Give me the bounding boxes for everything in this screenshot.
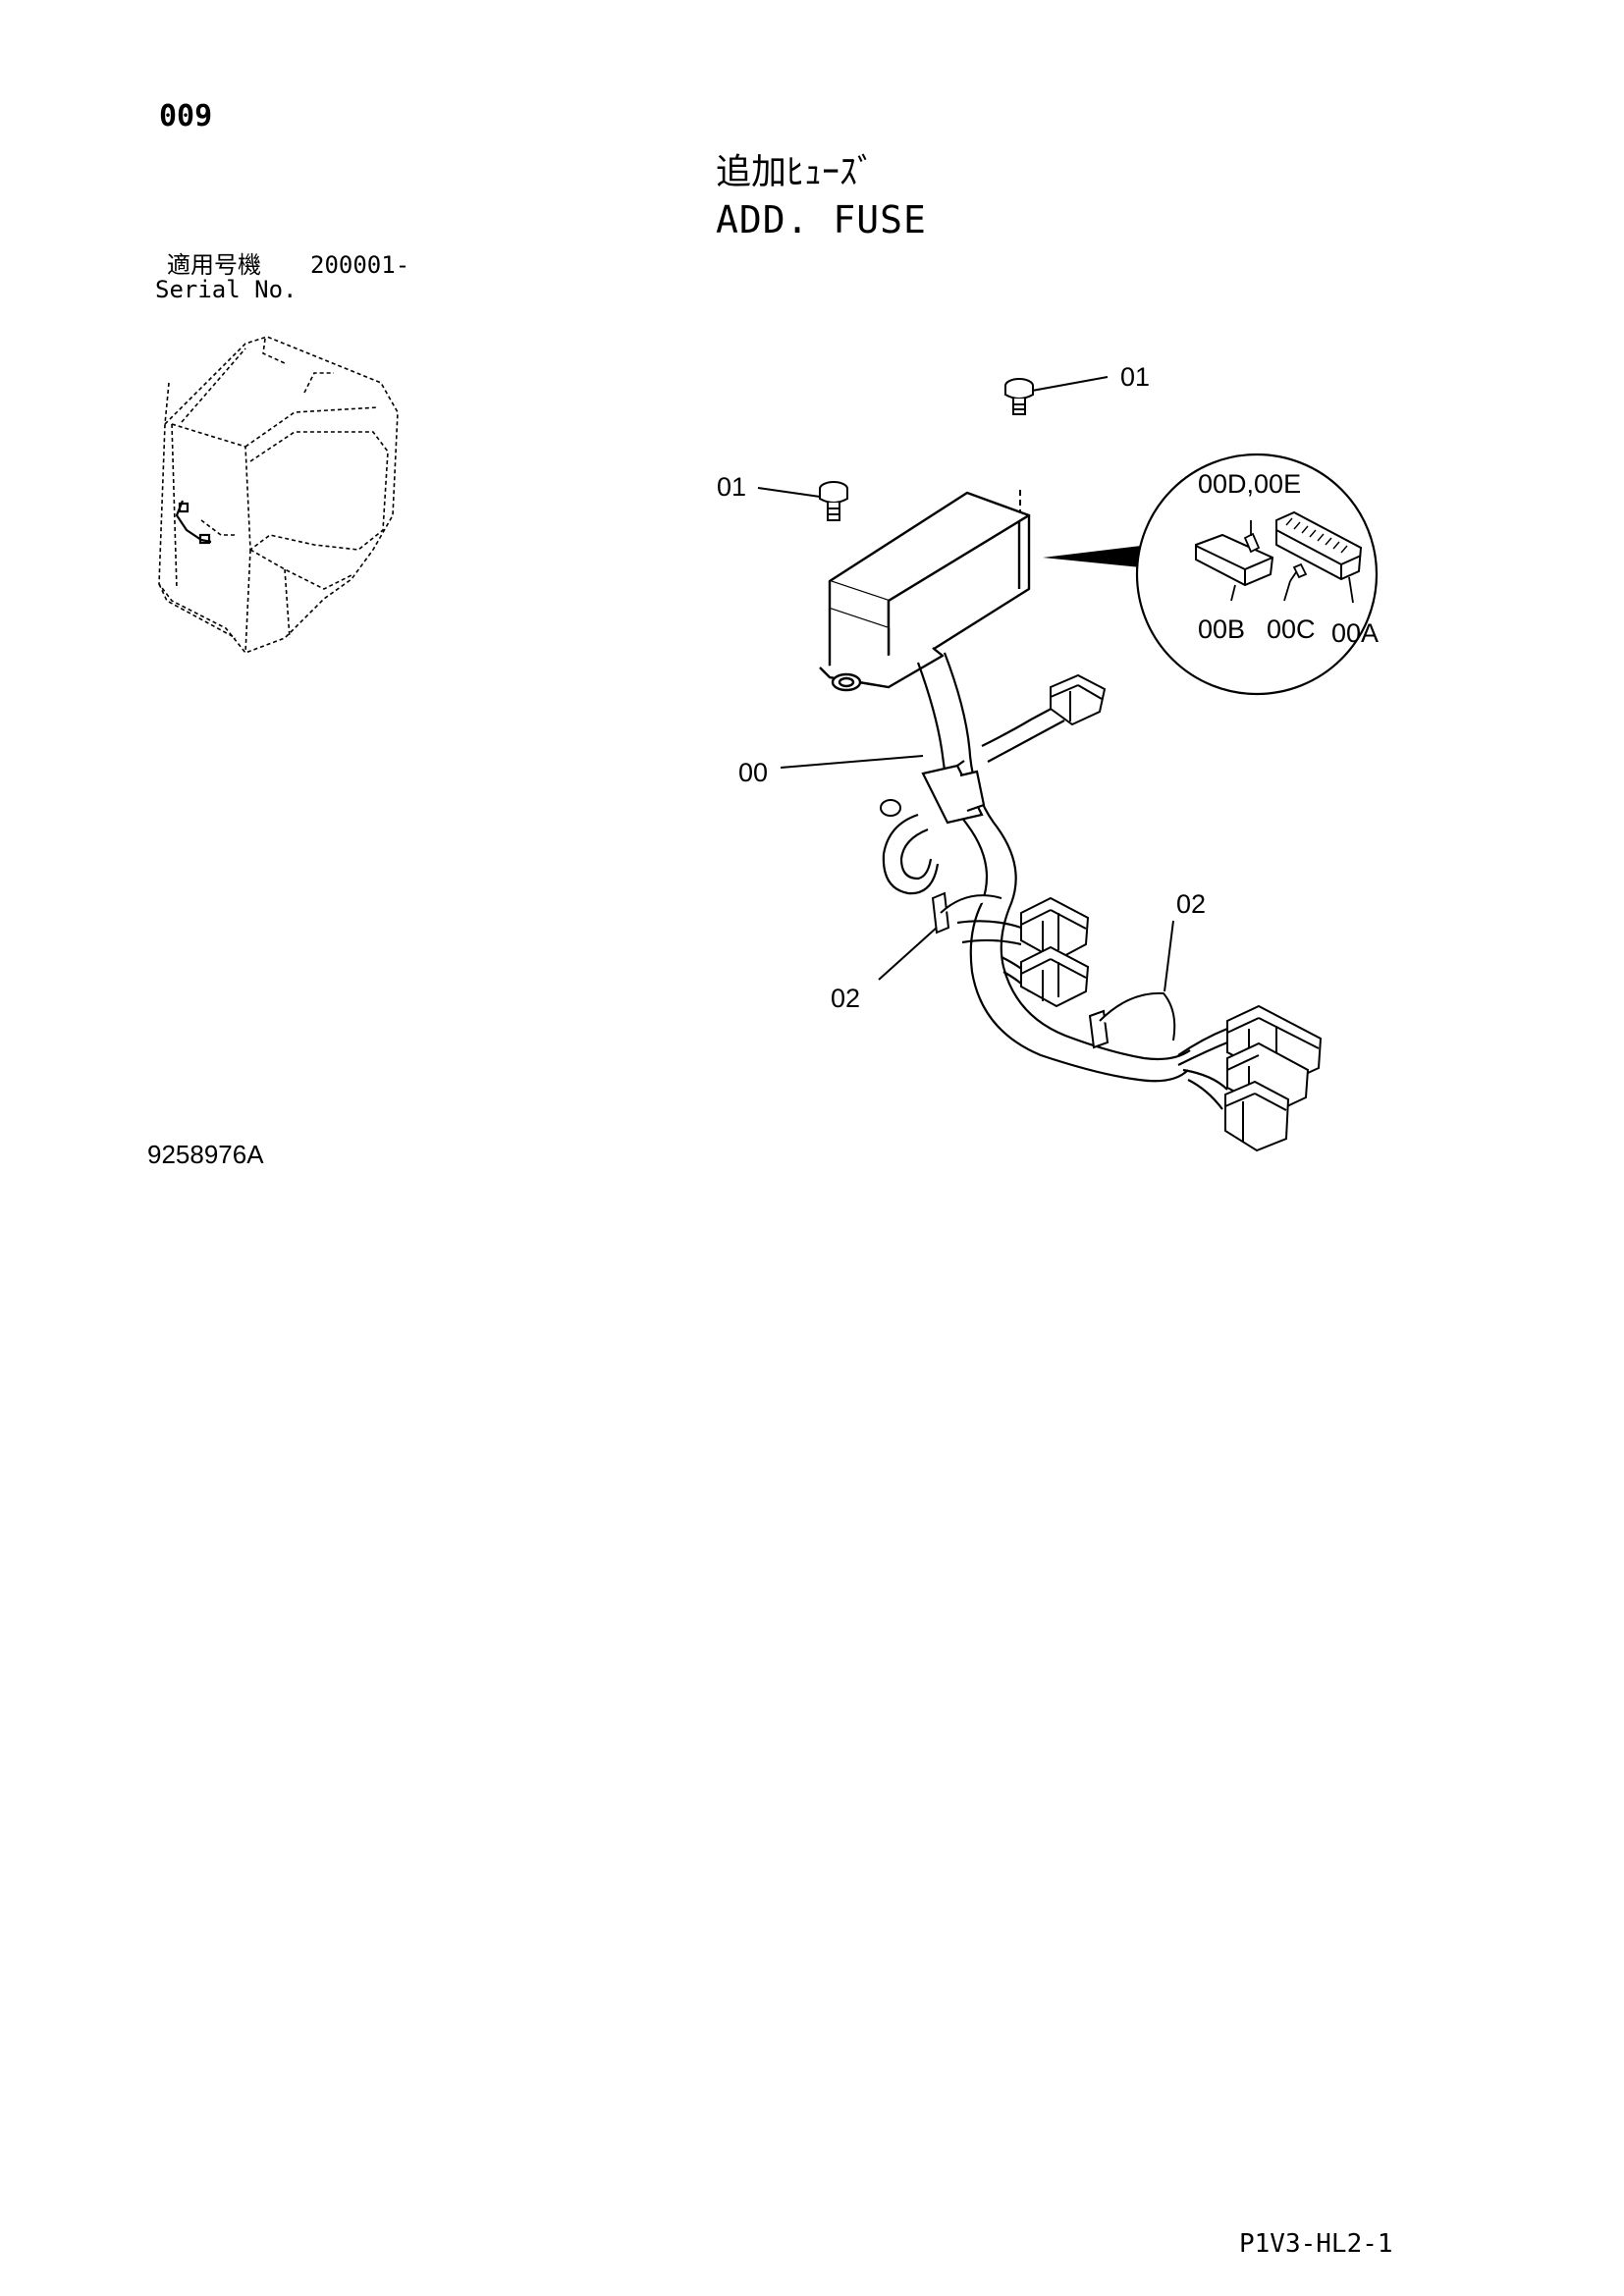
callout-detail-b: 00B	[1198, 614, 1245, 644]
connector-group-left	[1020, 896, 1090, 1008]
harness-sleeve	[921, 760, 986, 825]
callout-clamp-right: 02	[1176, 889, 1206, 919]
fuse-cover-detail	[1195, 533, 1274, 587]
cab-fuse-highlight	[175, 500, 212, 545]
callout-detail-d-e: 00D,00E	[1198, 469, 1301, 499]
title-japanese: 追加ﾋｭｰｽﾞ	[716, 152, 876, 192]
page-number: 009	[159, 99, 213, 133]
serial-number: 200001-	[310, 251, 410, 279]
drawing-number: 9258976A	[147, 1140, 264, 1169]
fuse-block-detail	[1275, 510, 1363, 581]
title-english: ADD. FUSE	[716, 198, 927, 241]
screw-left-icon	[819, 481, 848, 521]
callout-harness: 00	[738, 758, 768, 787]
leader-lines	[757, 376, 1174, 992]
callout-screw-left: 01	[717, 472, 746, 502]
harness-end-cap	[880, 799, 901, 817]
detail-pointer-arrow	[1043, 546, 1141, 567]
serial-label-japanese: 適用号機	[167, 251, 261, 279]
cab-location-thumbnail	[158, 336, 399, 654]
callout-screw-top: 01	[1120, 362, 1150, 392]
clamp-left	[931, 891, 1002, 934]
screw-top-icon	[1004, 378, 1034, 415]
connector-small	[1050, 673, 1107, 726]
wire-harness	[882, 652, 1233, 1110]
callout-clamp-left: 02	[831, 984, 860, 1013]
clamp-right	[1088, 991, 1176, 1049]
connector-group-right	[1224, 1004, 1323, 1152]
page-reference: P1V3-HL2-1	[1239, 2229, 1393, 2259]
fuse-box	[819, 491, 1031, 692]
serial-label-english: Serial No.	[155, 276, 298, 303]
callout-detail-c: 00C	[1267, 614, 1316, 644]
callout-detail-a: 00A	[1331, 618, 1379, 648]
detail-leaders	[1230, 520, 1354, 604]
